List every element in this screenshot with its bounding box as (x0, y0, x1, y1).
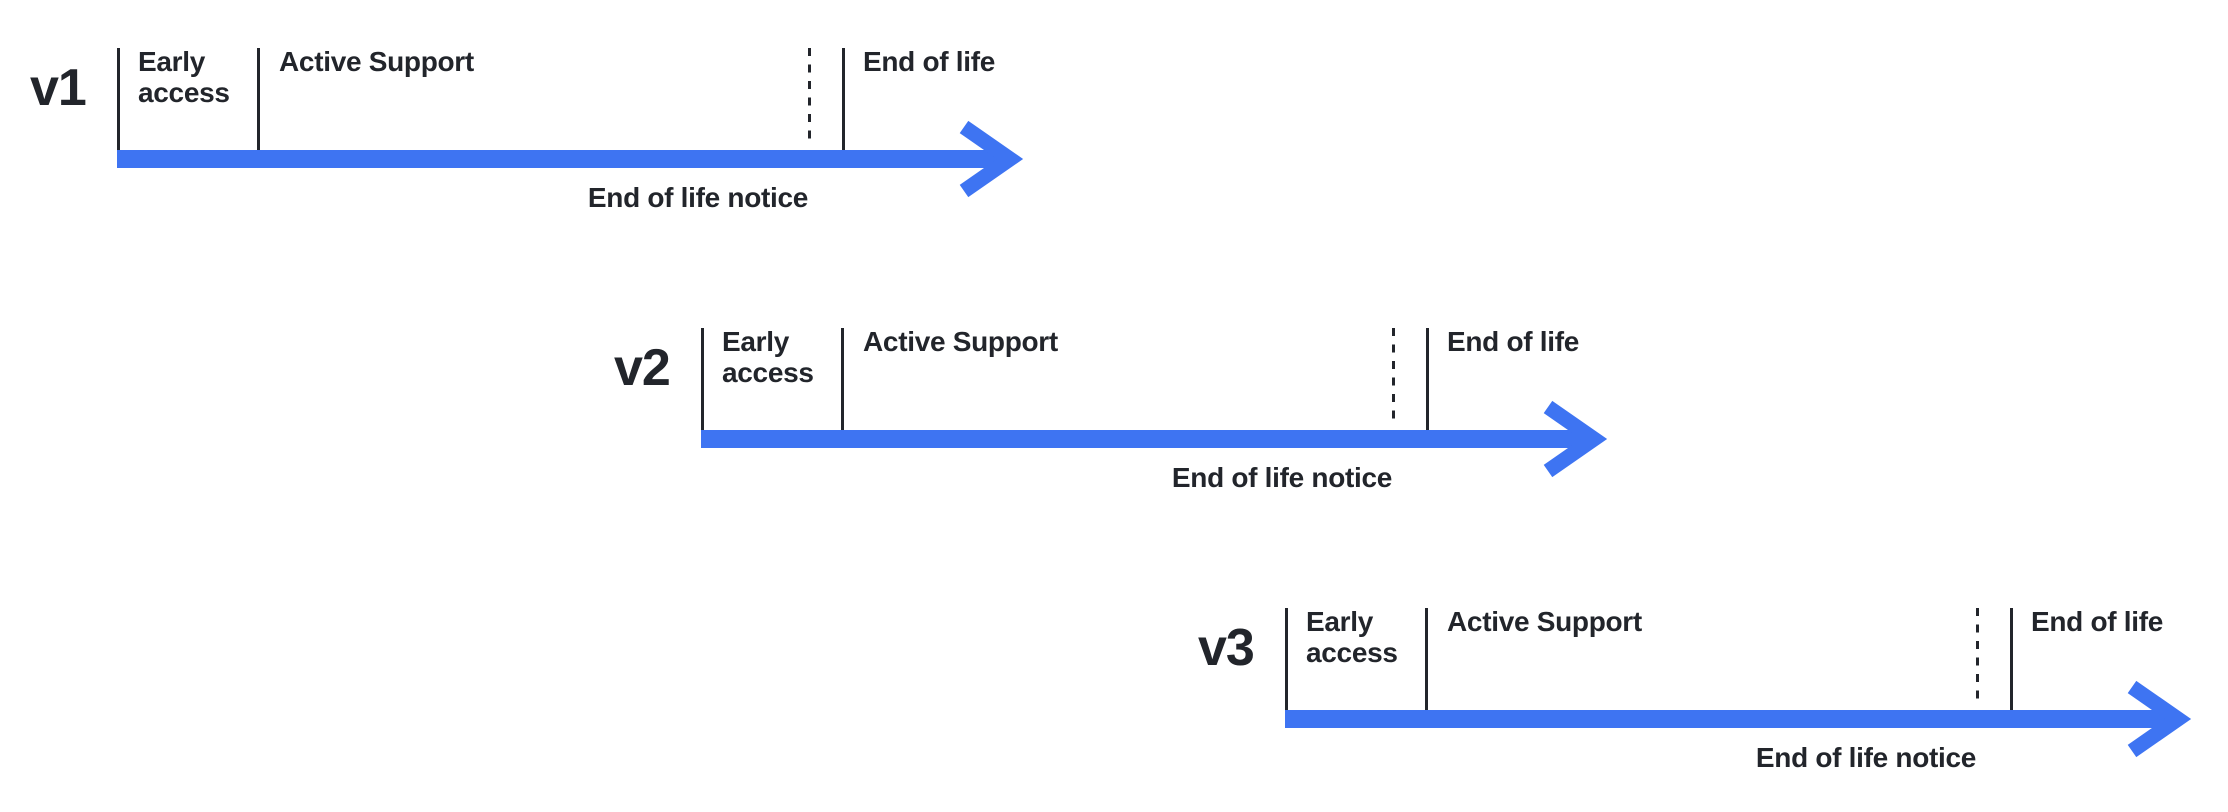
timeline-v1: v1 Early access Active Support End of li… (18, 0, 1078, 240)
end-of-life-label: End of life (2031, 606, 2164, 637)
version-label: v2 (614, 339, 671, 397)
end-of-life-tick (842, 48, 845, 150)
active-support-label: Active Support (1447, 606, 1642, 637)
early-access-label: Early access (1306, 606, 1398, 668)
end-of-life-label: End of life (1447, 326, 1580, 357)
timeline-arrow-icon (1285, 680, 2192, 758)
active-support-start-tick (1425, 608, 1428, 710)
early-access-start-tick (117, 48, 120, 150)
early-access-label: Early access (722, 326, 814, 388)
end-of-life-label: End of life (863, 46, 996, 77)
active-support-start-tick (841, 328, 844, 430)
active-support-label: Active Support (279, 46, 474, 77)
end-of-life-notice-label: End of life notice (1171, 462, 1393, 493)
early-access-start-tick (1285, 608, 1288, 710)
active-support-label: Active Support (863, 326, 1058, 357)
end-of-life-tick (2010, 608, 2013, 710)
timeline-v3: v3 Early access Active Support End of li… (1186, 560, 2228, 800)
early-access-label: Early access (138, 46, 230, 108)
end-of-life-notice-dashed-tick (808, 48, 811, 144)
end-of-life-notice-label: End of life notice (1755, 742, 1977, 773)
end-of-life-notice-dashed-tick (1392, 328, 1395, 424)
version-label: v1 (30, 59, 87, 117)
end-of-life-tick (1426, 328, 1429, 430)
timeline-v2: v2 Early access Active Support End of li… (602, 280, 1662, 520)
timeline-arrow-icon (117, 120, 1024, 198)
timeline-arrow-icon (701, 400, 1608, 478)
early-access-start-tick (701, 328, 704, 430)
version-label: v3 (1198, 619, 1255, 677)
active-support-start-tick (257, 48, 260, 150)
end-of-life-notice-label: End of life notice (587, 182, 809, 213)
end-of-life-notice-dashed-tick (1976, 608, 1979, 704)
